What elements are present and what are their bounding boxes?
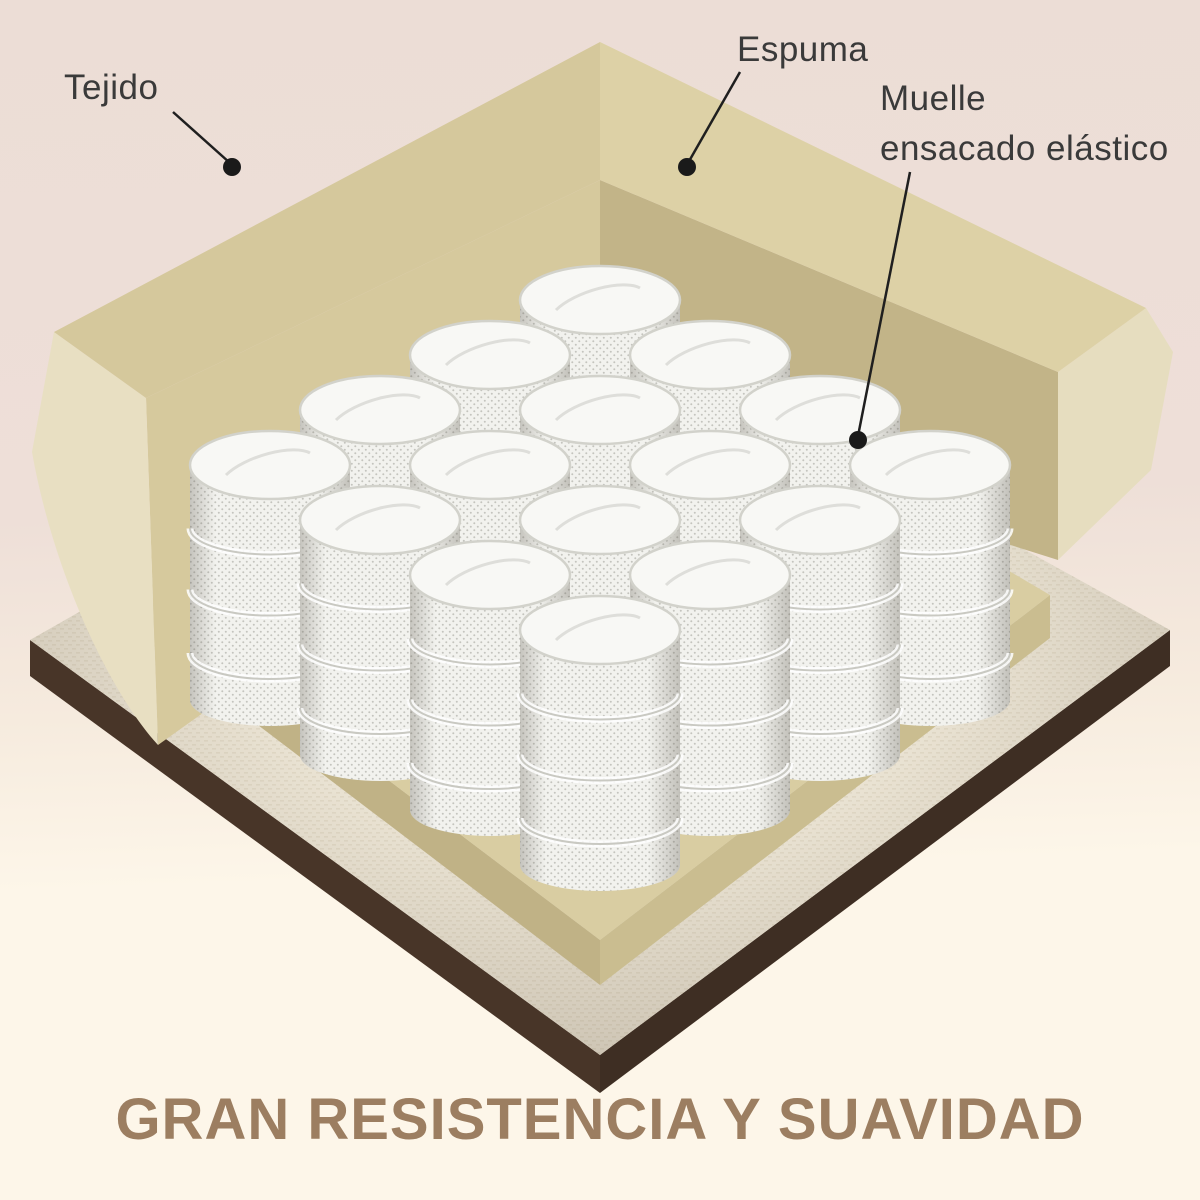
label-muelle-line1: Muelle (880, 79, 987, 118)
callout-line-espuma (686, 71, 742, 164)
callout-lines (172, 71, 912, 437)
callout-dot-muelle (849, 431, 867, 449)
callout-dots (223, 158, 867, 449)
label-tejido: Tejido (64, 68, 159, 107)
label-muelle: Muelle ensacado elástico (880, 74, 1169, 173)
callout-line-muelle (856, 171, 912, 437)
pocket-springs-group (186, 264, 1014, 891)
callout-dot-tejido (223, 158, 241, 176)
label-muelle-line2: ensacado elástico (880, 128, 1169, 168)
callout-line-tejido (172, 111, 231, 164)
headline: GRAN RESISTENCIA Y SUAVIDAD (115, 1087, 1085, 1152)
label-espuma: Espuma (737, 30, 869, 69)
pocket-spring (516, 594, 684, 891)
callout-dot-espuma (678, 158, 696, 176)
